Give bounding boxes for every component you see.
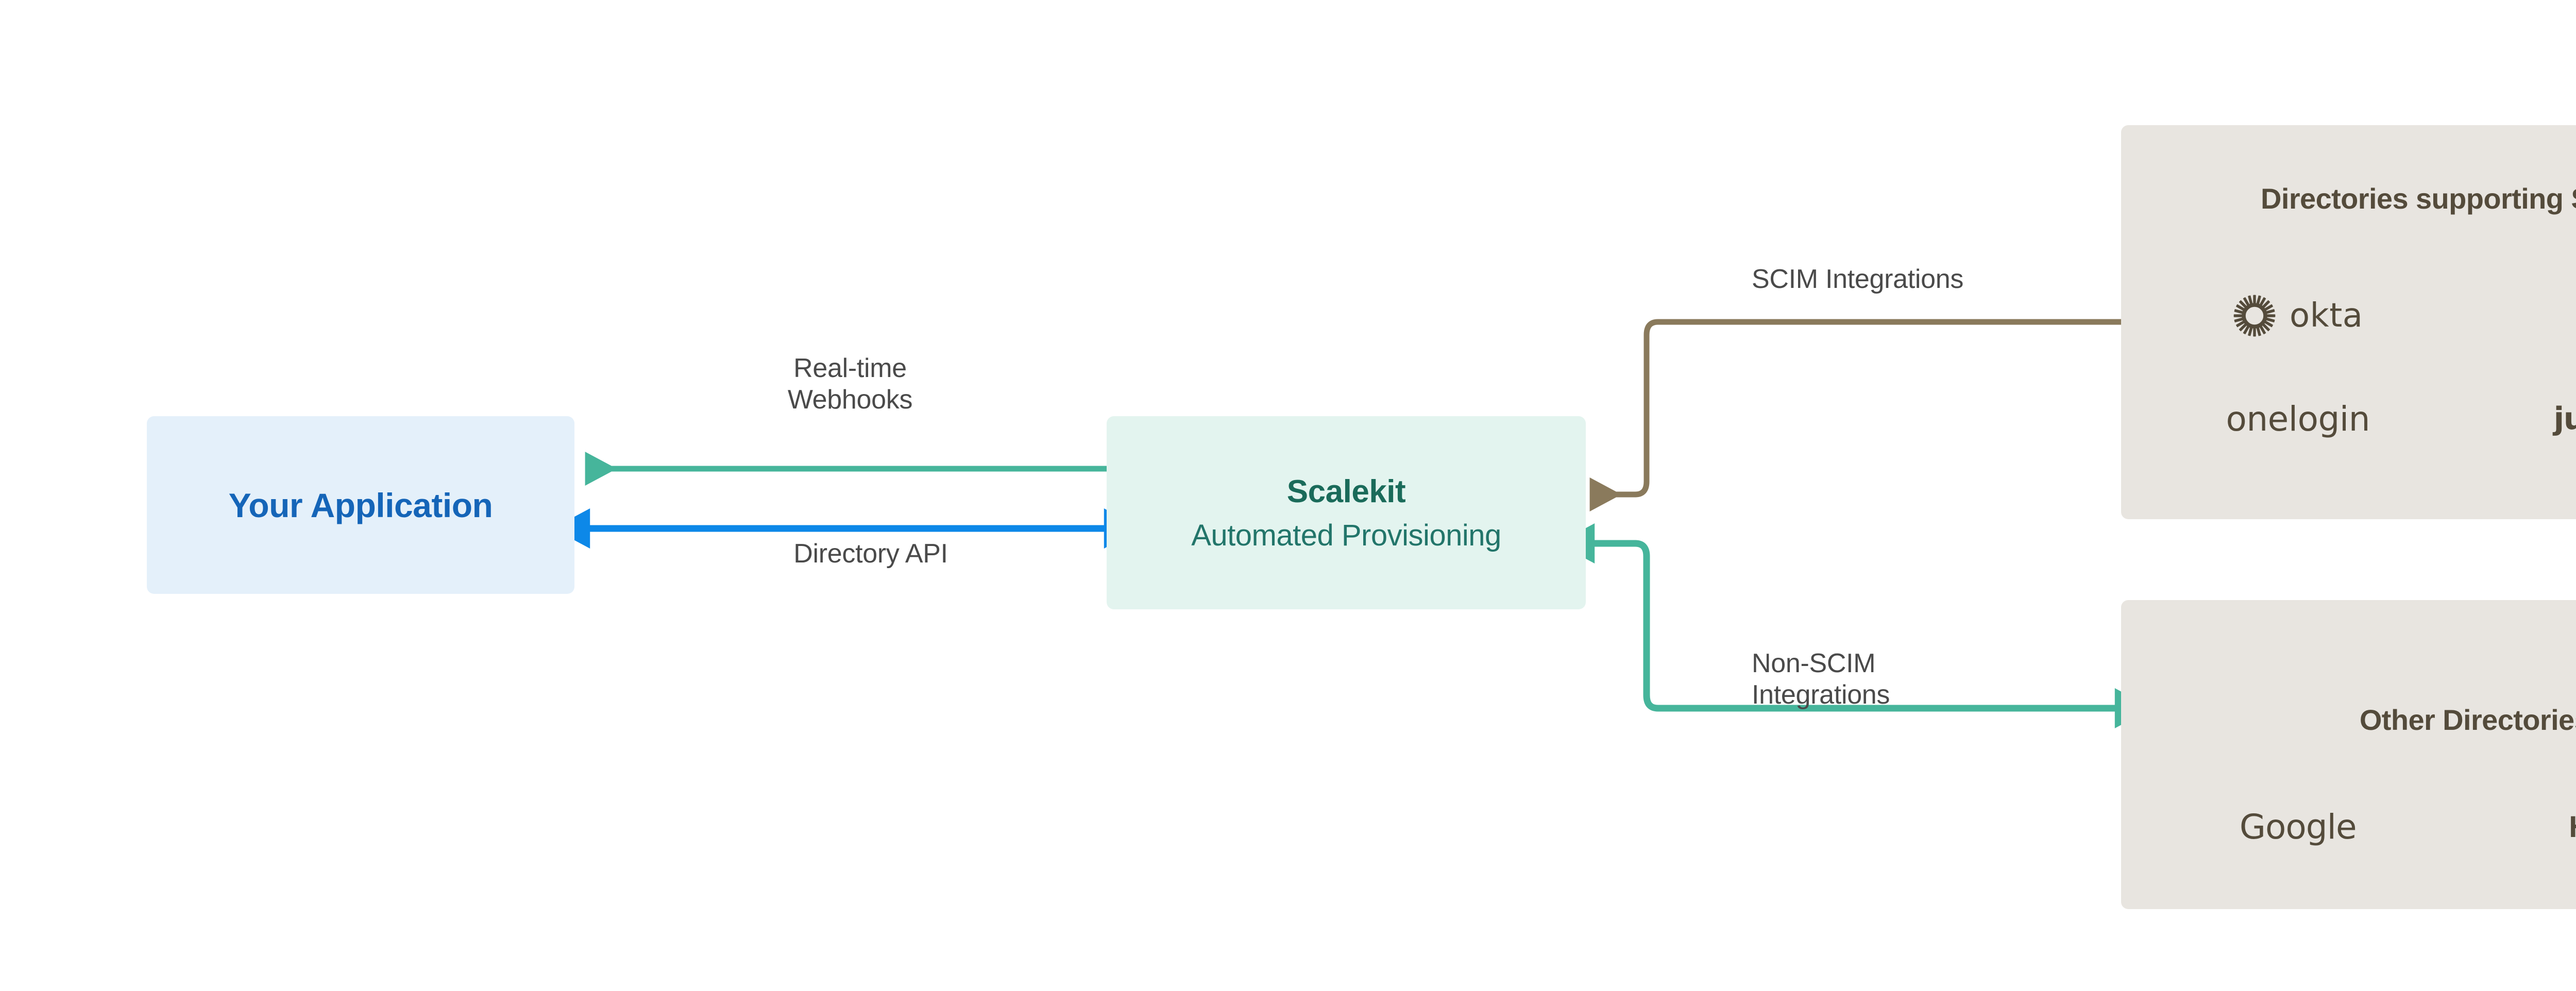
edge-label-webhooks: Real-time Webhooks: [787, 353, 913, 415]
node-scim-directories[interactable]: Directories supporting SCIM 2.0: [2121, 125, 2576, 519]
logo-hrms-hris: HRMS/HRIS: [2569, 810, 2576, 844]
scim-logo-grid: okta Azure onelogin jumpcloud TM: [2121, 264, 2576, 470]
edge-label-scim-integrations: SCIM Integrations: [1752, 264, 1964, 294]
edge-label-directory-api: Directory API: [793, 539, 948, 569]
node-other-directories[interactable]: Other Directories Google HRMS/HRIS: [2121, 600, 2576, 909]
google-wordmark: Google: [2239, 807, 2357, 847]
other-logo-grid: Google HRMS/HRIS: [2121, 770, 2576, 883]
scalekit-title: Scalekit: [1286, 473, 1406, 509]
logo-jumpcloud: jumpcloud TM: [2554, 401, 2576, 437]
okta-sunburst-icon: [2233, 295, 2276, 337]
logo-google: Google: [2240, 807, 2357, 847]
your-application-label: Your Application: [228, 486, 493, 524]
hrms-hris-wordmark: HRMS/HRIS: [2569, 810, 2576, 844]
scalekit-subtitle: Automated Provisioning: [1191, 518, 1501, 552]
other-directories-title: Other Directories: [2359, 704, 2576, 736]
edge-label-non-scim-integrations: Non-SCIM Integrations: [1752, 648, 1890, 710]
node-scalekit[interactable]: Scalekit Automated Provisioning: [1107, 416, 1586, 609]
onelogin-wordmark: onelogin: [2226, 399, 2370, 439]
jumpcloud-wordmark: jumpcloud: [2553, 401, 2576, 437]
okta-wordmark: okta: [2289, 297, 2363, 335]
logo-onelogin: onelogin: [2226, 399, 2370, 439]
edge-scim-integrations: [1589, 319, 2121, 511]
logo-okta: okta: [2233, 294, 2363, 337]
node-your-application[interactable]: Your Application: [147, 416, 574, 594]
scim-directories-title: Directories supporting SCIM 2.0: [2261, 182, 2576, 215]
